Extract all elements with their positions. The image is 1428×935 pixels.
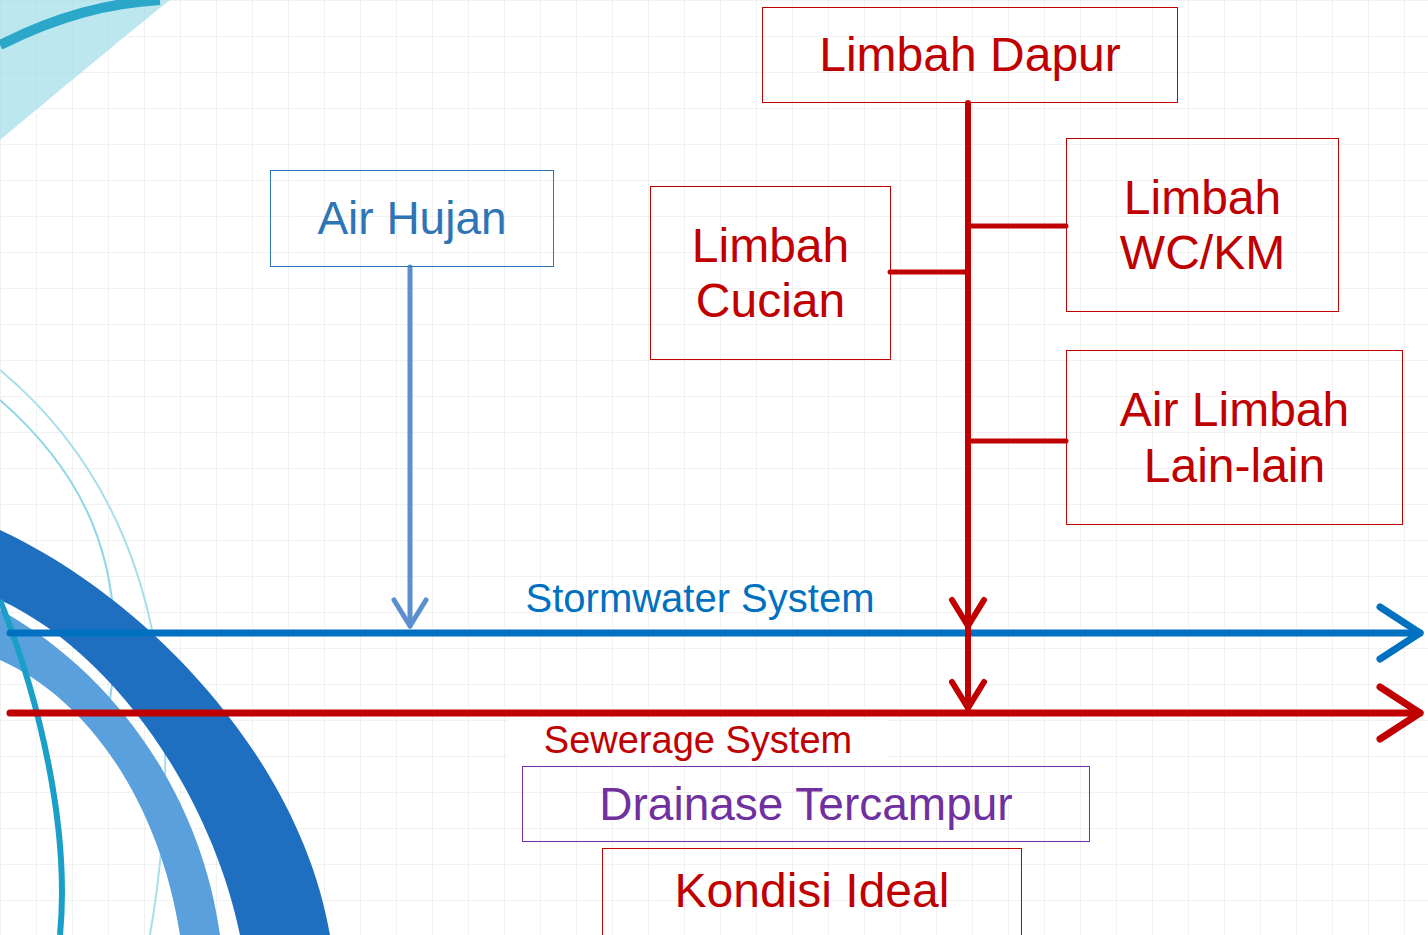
arrow-head bbox=[952, 600, 984, 626]
branch-line bbox=[890, 270, 968, 275]
box-text: Air Limbah Lain-lain bbox=[1077, 382, 1392, 492]
box-text: Limbah Cucian bbox=[661, 218, 880, 328]
box-text: Limbah WC/KM bbox=[1077, 170, 1328, 280]
decorative-swoosh bbox=[0, 0, 330, 935]
system-label: Sewerage System bbox=[508, 720, 888, 762]
stormwater-line bbox=[10, 630, 1420, 637]
source-box: Air Hujan bbox=[270, 170, 554, 267]
source-box: Limbah Cucian bbox=[650, 186, 891, 360]
box-text: Air Hujan bbox=[317, 192, 506, 245]
caption-box: Kondisi Ideal bbox=[602, 848, 1022, 935]
caption-box: Drainase Tercampur bbox=[522, 766, 1090, 842]
source-box: Limbah Dapur bbox=[762, 7, 1178, 103]
arrow-head bbox=[952, 682, 984, 708]
branch-line bbox=[968, 439, 1066, 444]
source-box: Air Limbah Lain-lain bbox=[1066, 350, 1403, 525]
box-text: Limbah Dapur bbox=[819, 27, 1121, 82]
rain-line bbox=[408, 267, 413, 626]
system-label: Stormwater System bbox=[490, 576, 910, 620]
branch-line bbox=[968, 224, 1066, 229]
sewerage-line bbox=[10, 710, 1420, 717]
box-text: Drainase Tercampur bbox=[599, 778, 1012, 831]
arrow-head bbox=[1380, 687, 1420, 739]
arrow-head bbox=[1380, 607, 1420, 659]
source-box: Limbah WC/KM bbox=[1066, 138, 1339, 312]
arrow-head bbox=[394, 600, 426, 626]
box-text: Kondisi Ideal bbox=[675, 863, 950, 918]
